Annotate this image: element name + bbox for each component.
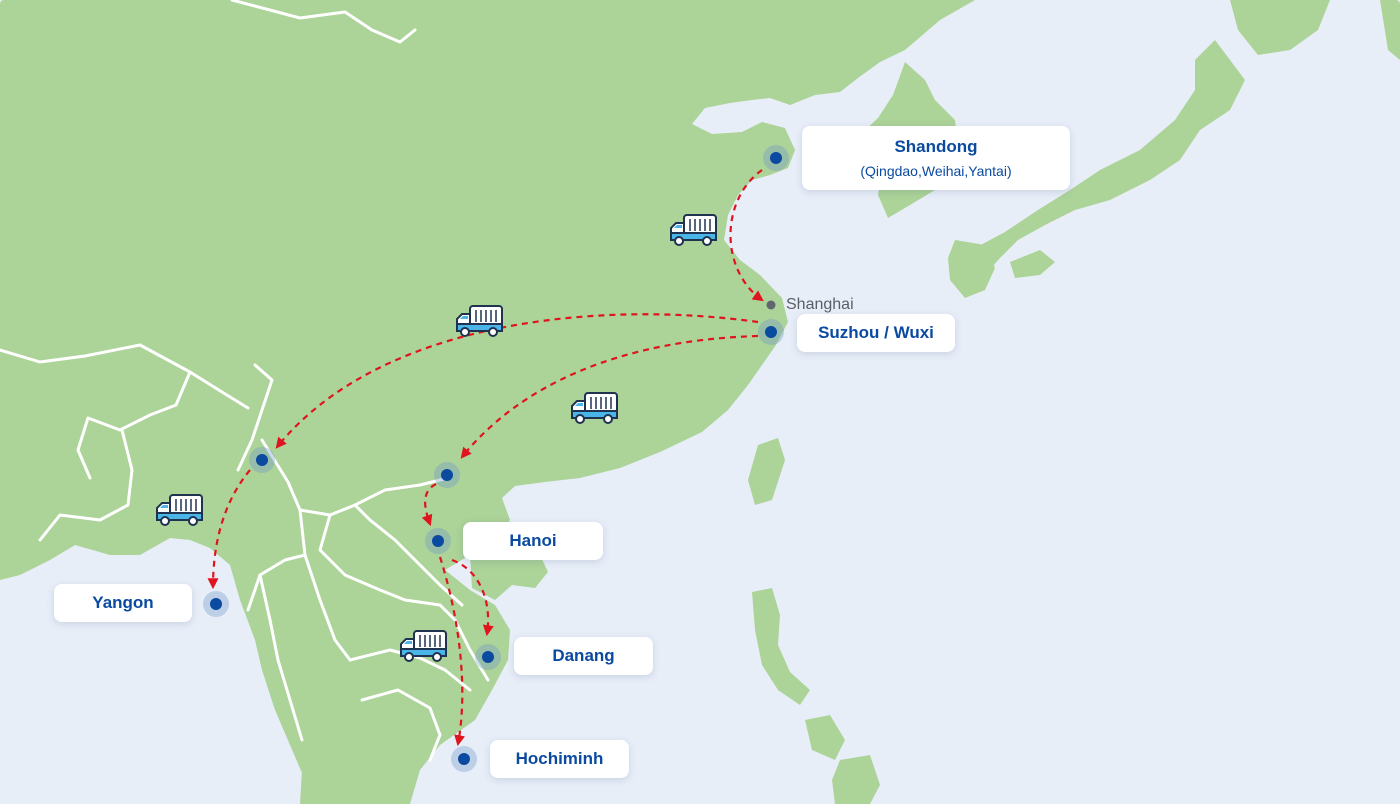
label-shandong-subtitle: (Qingdao,Weihai,Yantai) <box>860 163 1012 179</box>
label-hanoi-text: Hanoi <box>509 531 557 550</box>
location-marker-icon <box>425 528 451 554</box>
route-hanoi-hochiminh <box>438 556 466 747</box>
location-marker-icon <box>758 319 784 345</box>
japan-kyushu <box>948 240 995 298</box>
location-marker-icon <box>434 462 460 488</box>
sakhalin <box>1380 0 1400 60</box>
taiwan <box>748 438 785 505</box>
label-yangon: Yangon <box>54 584 192 622</box>
location-marker-icon <box>763 145 789 171</box>
route-hanoi-danang <box>451 558 494 637</box>
location-markers <box>203 145 789 772</box>
vietnam-coast-bump <box>470 548 518 600</box>
philippines-luzon <box>752 588 810 705</box>
label-hanoi: Hanoi <box>463 522 603 560</box>
label-shandong-title: Shandong <box>894 137 978 156</box>
label-hochiminh-text: Hochiminh <box>515 749 604 768</box>
hokkaido <box>1230 0 1330 55</box>
location-marker-icon <box>203 591 229 617</box>
route-suzhou-myanmar <box>275 313 759 449</box>
malay-peninsula <box>300 720 355 804</box>
route-myanmar-yangon <box>207 469 251 590</box>
mainland-asia <box>0 0 975 804</box>
label-suzhou-wuxi-text: Suzhou / Wuxi <box>818 323 934 342</box>
japan-honshu <box>970 40 1245 275</box>
label-danang-text: Danang <box>552 646 615 665</box>
philippines-mindanao <box>832 755 880 804</box>
routes <box>207 169 764 747</box>
location-marker-icon <box>475 644 501 670</box>
location-marker-icon <box>249 447 275 473</box>
route-vietnam-hanoi <box>421 483 437 527</box>
label-hochiminh: Hochiminh <box>490 740 629 778</box>
label-shandong: Shandong (Qingdao,Weihai,Yantai) <box>802 126 1070 190</box>
country-borders <box>0 0 490 762</box>
hainan <box>510 555 548 588</box>
label-suzhou-wuxi: Suzhou / Wuxi <box>797 314 955 352</box>
philippines-visayas <box>805 715 845 760</box>
label-shanghai: Shanghai <box>786 296 854 313</box>
label-danang: Danang <box>514 637 653 675</box>
location-marker-icon <box>451 746 477 772</box>
shanghai-dot-icon <box>766 300 776 310</box>
label-yangon-text: Yangon <box>92 593 154 612</box>
japan-shikoku <box>1010 250 1055 278</box>
